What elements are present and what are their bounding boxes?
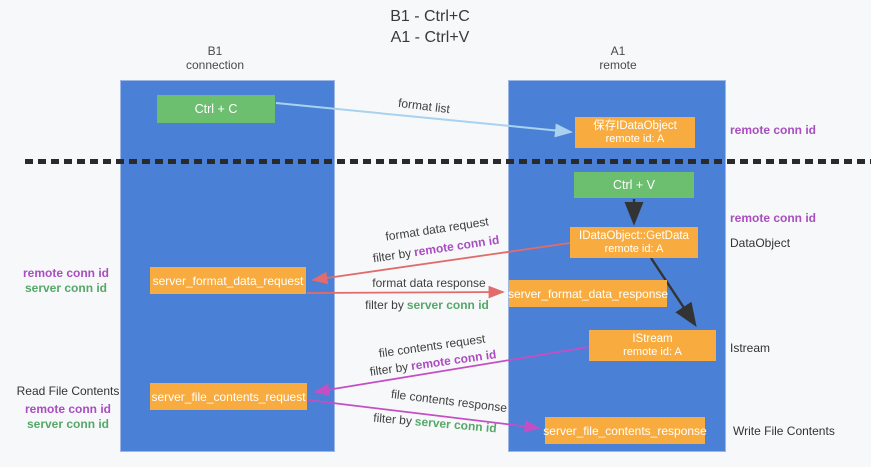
node-server-format-data-request: server_format_data_request	[150, 267, 306, 294]
left-label-server-conn-id-top: server conn id	[24, 281, 108, 295]
filter-by-text: filter by	[365, 298, 404, 312]
title-line-1: B1 - Ctrl+C	[390, 8, 470, 25]
left-label-remote-conn-id-top: remote conn id	[22, 266, 109, 280]
right-label-remote-conn-id-top: remote conn id	[730, 123, 817, 137]
arrow-format-data-request	[311, 242, 571, 285]
node-getdata-title: IDataObject::GetData	[579, 230, 689, 242]
column-header-a1: A1 remote	[553, 44, 683, 72]
dashed-divider	[25, 159, 871, 164]
server-conn-id-text: server conn id	[406, 298, 489, 312]
node-istream: IStream remote id: A	[589, 330, 716, 361]
node-server-file-contents-response-label: server_file_contents_response	[543, 423, 707, 438]
title-line-2: A1 - Ctrl+V	[390, 29, 470, 46]
node-idataobject-getdata: IDataObject::GetData remote id: A	[570, 227, 698, 258]
arrow-format-list	[275, 102, 573, 138]
node-istream-remote-id: remote id: A	[623, 346, 682, 358]
node-ctrl-v: Ctrl + V	[574, 172, 694, 198]
node-save-idataobject-remote-id: remote id: A	[605, 133, 665, 145]
node-server-file-contents-response: server_file_contents_response	[543, 417, 707, 444]
right-label-remote-conn-id-mid: remote conn id	[730, 211, 817, 225]
arrow-format-data-response	[306, 285, 505, 299]
node-server-format-data-request-label: server_format_data_request	[152, 273, 304, 288]
right-label-dataobject: DataObject	[730, 236, 791, 250]
column-b1-title: B1	[207, 44, 223, 58]
left-label-conn-ids-bottom: remote conn id server conn id	[12, 402, 124, 432]
left-label-conn-ids-top: remote conn id server conn id	[15, 266, 117, 296]
node-ctrl-v-label: Ctrl + V	[612, 178, 656, 192]
left-label-read-file-contents: Read File Contents	[16, 384, 120, 398]
arrow-getdata-to-istream	[649, 257, 697, 328]
node-ctrl-c: Ctrl + C	[157, 95, 275, 123]
node-server-file-contents-request-label: server_file_contents_request	[151, 389, 306, 404]
arrow-file-contents-response	[307, 399, 541, 433]
node-save-idataobject-title: 保存IDataObject	[593, 120, 677, 132]
node-server-format-data-response: server_format_data_response	[507, 280, 669, 307]
node-ctrl-c-label: Ctrl + C	[194, 102, 238, 116]
column-b1-subtitle: connection	[185, 58, 245, 72]
left-label-remote-conn-id-bottom: remote conn id	[24, 402, 111, 416]
diagram-title: B1 - Ctrl+C A1 - Ctrl+V	[280, 6, 580, 48]
node-getdata-remote-id: remote id: A	[604, 243, 664, 255]
node-server-format-data-response-label: server_format_data_response	[507, 286, 669, 301]
arrow-file-contents-request	[313, 346, 590, 396]
left-label-server-conn-id-bottom: server conn id	[26, 417, 110, 431]
node-server-file-contents-request: server_file_contents_request	[150, 383, 307, 410]
right-label-istream: Istream	[730, 341, 771, 355]
label-format-data-response: format data response	[372, 276, 486, 290]
column-header-b1: B1 connection	[150, 44, 280, 72]
column-a1-subtitle: remote	[599, 58, 637, 72]
node-save-idataobject: 保存IDataObject remote id: A	[575, 117, 695, 148]
right-label-write-file-contents: Write File Contents	[733, 424, 835, 438]
node-istream-title: IStream	[632, 333, 673, 345]
column-a1-title: A1	[610, 44, 626, 58]
